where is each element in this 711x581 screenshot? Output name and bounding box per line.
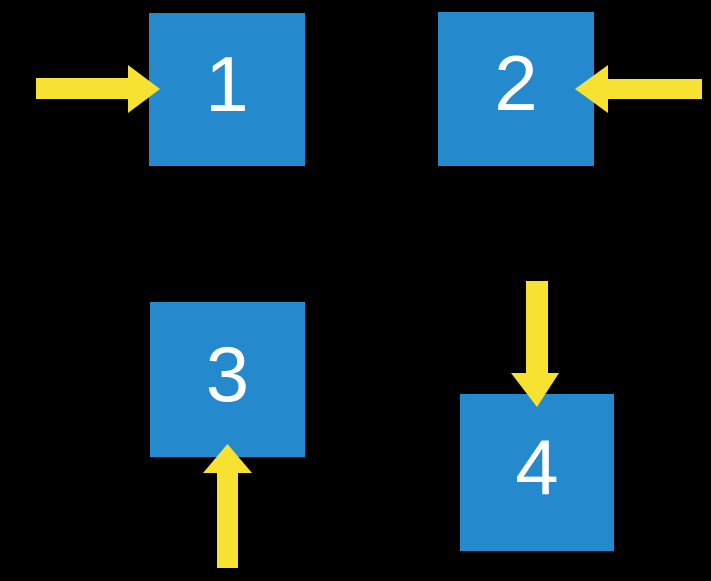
right-arrow-icon — [36, 65, 160, 113]
box-1-label: 1 — [205, 39, 249, 128]
down-arrow-icon — [511, 281, 559, 407]
box-3[interactable]: 3 — [150, 302, 305, 457]
up-arrow-icon — [203, 444, 252, 568]
box-2[interactable]: 2 — [438, 12, 594, 166]
box-1[interactable]: 1 — [149, 13, 305, 166]
left-arrow-icon — [575, 65, 702, 113]
box-4[interactable]: 4 — [460, 394, 614, 551]
box-4-label: 4 — [515, 422, 559, 511]
box-2-label: 2 — [494, 39, 538, 127]
box-3-label: 3 — [205, 329, 250, 418]
